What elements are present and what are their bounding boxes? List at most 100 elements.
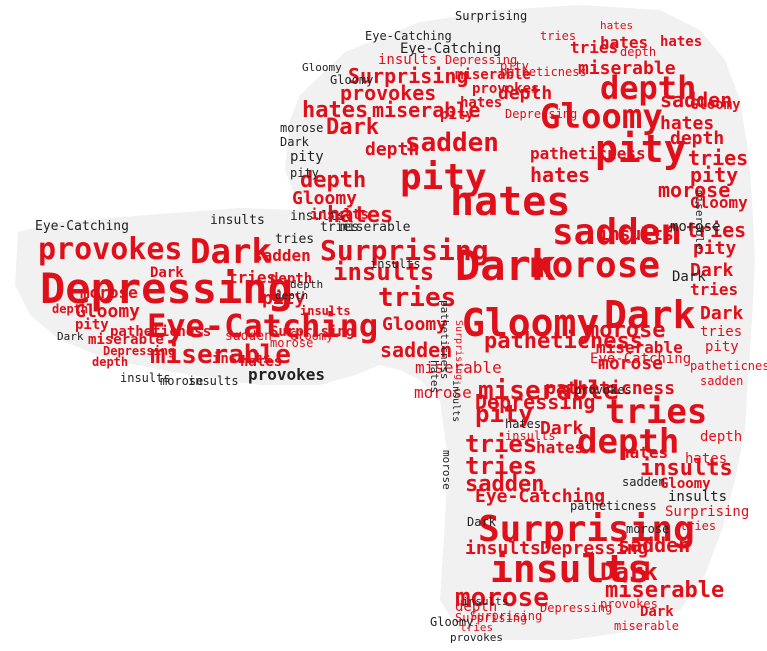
- cloud-word-insults: insults: [333, 258, 435, 286]
- cloud-word-gloomy: Gloomy: [660, 476, 711, 492]
- cloud-word-hates: hates: [460, 95, 503, 111]
- cloud-word-tries: tries: [688, 146, 749, 170]
- cloud-word-depressing: Depressing: [103, 344, 176, 358]
- cloud-word-depth: depth: [275, 289, 309, 302]
- cloud-word-gloomy: Gloomy: [690, 97, 741, 113]
- cloud-word-insults: insults: [450, 380, 461, 423]
- cloud-word-dark: Dark: [540, 418, 584, 439]
- cloud-word-depressing: Depressing: [540, 538, 649, 559]
- cloud-word-provokes: provokes: [600, 597, 658, 611]
- cloud-word-pity: pity: [690, 163, 739, 187]
- cloud-word-pity: pity: [500, 59, 529, 73]
- cloud-word-pity: pity: [400, 157, 487, 198]
- cloud-word-depth: depth: [600, 69, 697, 107]
- cloud-word-miserable: miserable: [614, 619, 680, 633]
- cloud-word-morose: morose: [280, 121, 324, 135]
- cloud-word-tries: tries: [680, 519, 717, 533]
- cloud-word-pity: pity: [262, 288, 306, 309]
- cloud-word-insults: insults: [490, 547, 651, 591]
- cloud-word-depth: depth: [52, 302, 89, 316]
- cloud-word-hates: hates: [240, 354, 283, 370]
- cloud-word-morose: morose: [455, 583, 549, 613]
- cloud-word-gloomy: Gloomy: [690, 193, 748, 212]
- cloud-word-hates: hates: [600, 33, 649, 52]
- cloud-word-morose: morose: [626, 522, 670, 536]
- cloud-word-insults: insults: [310, 207, 370, 223]
- cloud-word-depressing: Depressing: [445, 53, 518, 67]
- cloud-word-hates: hates: [620, 443, 669, 462]
- cloud-word-depth: depth: [498, 83, 553, 104]
- cloud-word-miserable: miserable: [693, 190, 706, 250]
- cloud-word-hates: hates: [536, 438, 585, 457]
- cloud-word-surprising: Surprising: [455, 9, 528, 23]
- cloud-word-dark: Dark: [672, 269, 706, 285]
- cloud-word-dark: Dark: [640, 604, 674, 620]
- cloud-word-patheticness: patheticness: [484, 329, 643, 354]
- cloud-word-insults: insults: [120, 371, 171, 385]
- cloud-word-provokes: provokes: [472, 81, 540, 97]
- cloud-word-dark: Dark: [280, 135, 309, 149]
- cloud-word-depth: depth: [577, 422, 680, 462]
- cloud-word-dark: Dark: [467, 515, 496, 529]
- cloud-word-pity: pity: [75, 317, 109, 333]
- cloud-word-dark: Dark: [700, 303, 744, 324]
- cloud-word-tries: tries: [275, 232, 315, 247]
- cloud-word-morose: morose: [670, 219, 721, 235]
- cloud-word-morose: morose: [414, 383, 472, 402]
- cloud-word-morose: morose: [270, 336, 314, 350]
- cloud-word-dark: Dark: [190, 232, 272, 272]
- cloud-word-insults: insults: [212, 351, 272, 367]
- cloud-word-insults: insults: [210, 213, 265, 228]
- cloud-word-miserable: miserable: [578, 58, 676, 79]
- cloud-word-miserable: miserable: [455, 67, 531, 83]
- cloud-word-gloomy: Gloomy: [302, 61, 342, 74]
- cloud-word-depressing: Depressing: [540, 601, 613, 615]
- cloud-word-patheticness: patheticness: [500, 65, 587, 79]
- cloud-word-patheticness: patheticness: [530, 144, 646, 163]
- cloud-word-provokes: provokes: [340, 81, 437, 105]
- cloud-word-sadden: sadden: [465, 472, 545, 497]
- cloud-word-dark: Dark: [326, 115, 379, 140]
- cloud-word-insults: insults: [640, 456, 733, 481]
- cloud-word-gloomy: Gloomy: [540, 97, 663, 137]
- cloud-word-dark: Dark: [57, 330, 84, 343]
- cloud-word-insults: insults: [290, 209, 345, 224]
- cloud-word-insults: insults: [370, 257, 421, 271]
- cloud-word-provokes: provokes: [248, 365, 326, 384]
- cloud-word-surprising: Surprising: [470, 609, 543, 623]
- cloud-word-hates: hates: [505, 417, 542, 431]
- cloud-word-sadden: sadden: [380, 338, 453, 362]
- cloud-word-tries: tries: [686, 218, 747, 242]
- cloud-word-hates: hates: [660, 113, 715, 134]
- cloud-word-gloomy: Gloomy: [382, 314, 448, 335]
- cloud-word-miserable: miserable: [605, 578, 725, 603]
- cloud-word-hates: hates: [600, 19, 634, 32]
- cloud-word-gloomy: Gloomy: [330, 73, 374, 87]
- cloud-word-depressing: Depressing: [40, 264, 293, 313]
- cloud-word-tries: tries: [605, 392, 708, 432]
- cloud-word-miserable: miserable: [415, 358, 502, 377]
- cloud-word-pity: pity: [440, 107, 474, 123]
- cloud-word-gloomy: Gloomy: [75, 301, 141, 322]
- cloud-word-tries: tries: [700, 324, 743, 340]
- cloud-word-sadden: sadden: [618, 533, 691, 557]
- cloud-word-depth: depth: [300, 168, 367, 193]
- cloud-word-tries: tries: [465, 430, 538, 458]
- cloud-word-surprising: Surprising: [478, 509, 695, 550]
- cloud-word-surprising: Surprising: [665, 504, 750, 520]
- cloud-word-insults: insults: [300, 304, 351, 318]
- cloud-word-hates: hates: [685, 451, 728, 467]
- cloud-word-insults: insults: [465, 538, 541, 559]
- cloud-word-depressing: Depressing: [475, 390, 596, 414]
- cloud-word-dark: Dark: [690, 260, 734, 281]
- cloud-word-hates: hates: [428, 360, 441, 394]
- cloud-word-miserable: miserable: [340, 220, 411, 235]
- cloud-word-depth: depth: [455, 599, 498, 615]
- cloud-word-tries: tries: [540, 29, 577, 43]
- cloud-word-pity: pity: [705, 339, 739, 355]
- cloud-word-gloomy: Gloomy: [290, 329, 334, 343]
- cloud-word-surprising: Surprising: [455, 611, 528, 625]
- cloud-word-miserable: miserable: [150, 340, 291, 370]
- cloud-word-eye-catching: Eye-Catching: [365, 29, 452, 43]
